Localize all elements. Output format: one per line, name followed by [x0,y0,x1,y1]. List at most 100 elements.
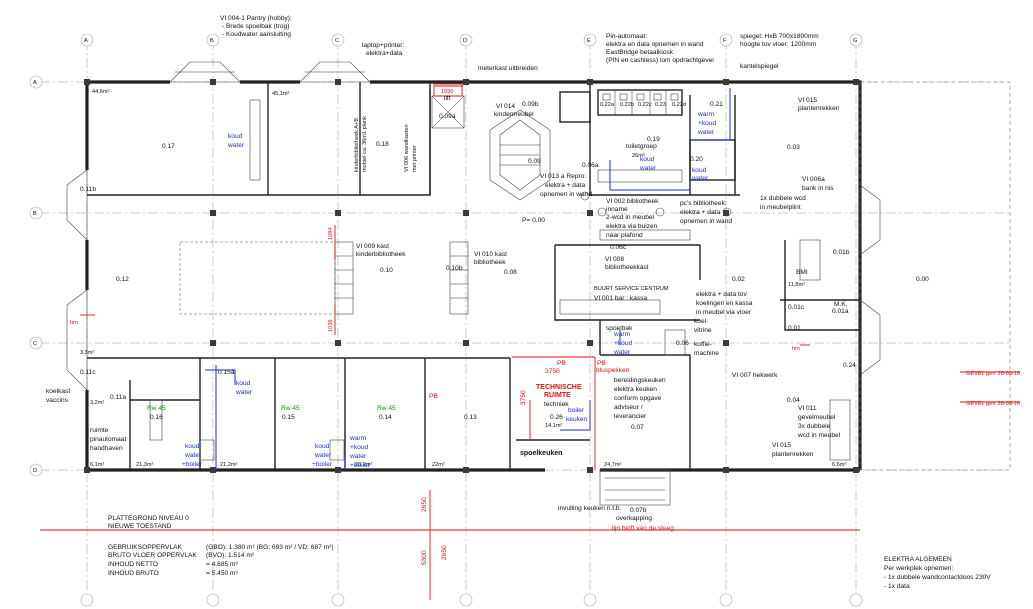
area-7: 21,3m² [136,462,154,468]
elektra-title: ELEKTRA ALGEMEEN [884,556,952,563]
rw45-a: Rw 45 [147,405,166,412]
axis-left-c: C [33,341,37,347]
koelvitrine-2: vitrine [694,327,712,334]
water-7a: koud [315,443,330,450]
toiletgroep-label: toiletgroep [626,143,657,150]
water-2b: +koud [698,120,716,127]
spiegel-note-2: hoogte tov vloer: 1200mm [740,41,817,48]
fixture-labels: lift toiletgroep VI 014 kindermeubel VI … [46,89,1020,565]
vi015a-1: VI 015 [798,97,817,104]
laptop-note-1: laptop+printer: [362,42,405,49]
vi002-3: 2-wcd in meubel [606,214,655,221]
vi013-1: VI 013 a Repro: [540,173,586,180]
gbo-label: GEBRUIKSOPPERVLAK [108,544,183,551]
area-9: 20,2m² [355,462,373,468]
pantry-note-3: - Koudwater aansluiting [222,31,291,38]
room-015a: 0.15a [218,369,235,376]
dim-1036: 1036 [328,320,334,332]
vi015b-2: plantenrekken [772,451,814,458]
vi001-label: VI 001 bar : kassa [594,295,647,302]
kinderbieb-2: mobiel ca. 36m1 plank [362,116,368,172]
header-notes: VI 004-1 Pantry (hobby): - Brede spoelba… [220,15,819,72]
pantry-note-2: - Brede spoelbak (trog) [222,23,289,30]
area-2: 45,1m² [272,91,290,97]
lift-label: lift [444,95,451,102]
koffie-1: koffie- [694,341,712,348]
gevel-1: GEVEL gev. 28-09-16 [966,371,1020,377]
columns [84,79,859,473]
pin-note-4: (PIN en cashless) iom opdrachtgever [606,57,715,64]
vi013-3: opnemen in wand [540,191,592,198]
water-8a: warm [349,435,367,442]
axis-letters: A B C D E F G A B C D [33,38,857,474]
room-014: 0.14 [379,414,392,421]
room-002: 0.02 [732,276,745,283]
bereiding-5: leverancier [614,413,647,420]
dim-5300: 5300 [421,550,428,565]
room-004: 0.04 [787,397,800,404]
ruimte-1: ruimte [90,427,109,434]
laptop-note-2: elektra+data [366,50,403,57]
axis-top-a: A [84,38,88,44]
vi011-1: VI 011 [798,405,817,412]
water-5a: koud [236,380,251,387]
water-10a: boiler [568,407,585,414]
dim-3750-vertical: 3750 [520,390,527,405]
elektra-line-3: - 1x data [884,583,910,590]
axis-top-e: E [587,38,591,44]
room-001a: 0.01a [832,308,849,315]
room-007b: 0.07b [630,507,647,514]
pantry-note-1: VI 004-1 Pantry (hobby): [220,15,292,22]
axis-left-d: D [33,468,37,474]
techniek-title-1: TECHNISCHE [536,384,582,391]
water-9a: warm [613,331,631,338]
bay-windows [66,61,881,391]
size-022d: 0.22d [672,102,686,108]
koelkast-1: koelkast [46,388,70,395]
spiegel-note-1: spiegel: HxB 700x1800mm [740,33,819,40]
pin-note-2: elektra en data opnemen in wand [606,41,704,48]
dim-2650-b: 2650 [441,545,448,560]
spoelbak-label: spoelbak [606,325,633,332]
techniek-title-2: RUIMTE [544,392,571,399]
vi014-1: VI 014 [496,103,515,110]
pcs-3: opnemen in wand [680,218,732,225]
vi008-2: bibliotheekkast [605,264,649,271]
room-024: 0.24 [843,362,856,369]
vi009-1: VI 009 kast [356,243,389,250]
room-015: 0.15 [282,414,295,421]
elektra-legend: ELEKTRA ALGEMEEN Per werkplek opnemen: -… [884,556,991,590]
room-006c: 0.06c [610,244,627,251]
axis-top-b: B [210,38,214,44]
water-7c: +boiler [312,461,333,468]
invulling-label: invulling keuken n.t.b. [558,505,622,512]
area-4: 11,8m² [788,282,805,288]
bruto-label: INHOUD BRUTO [108,570,159,577]
room-013: 0.13 [464,414,477,421]
wcd-1: 1x dubbele wcd [760,195,806,202]
koffie-2: machine [694,350,719,357]
kantelspiegel-note: kantelspiegel [740,63,779,70]
room-011a: 0.11a [110,394,126,401]
dim-1084: 1084 [328,228,334,240]
water-10b: keuken [566,416,588,423]
area-14: 6,6m² [832,462,846,468]
legend-title-1: PLATTEGROND NIVEAU 0 [108,515,189,522]
elektra-kassa-2: koelingen en kassa [696,300,753,307]
room-009b: 0.09b [522,101,539,108]
room-021: 0.21 [710,101,723,108]
elektra-kassa-1: elektra + data tov [696,291,747,298]
area-5: 3,3m² [80,350,94,356]
axis-left-a: A [33,80,37,86]
room-009: 0.09 [528,158,541,165]
bruto-value: = 5.450 m³ [206,570,239,577]
room-010: 0.10 [380,267,393,274]
area-10: 22m² [432,462,445,468]
vi006a-1: VI 006a [802,176,825,183]
axis-top-c: C [335,38,339,44]
water-4b: water [691,175,709,182]
area-6: 3,2m² [90,400,104,406]
vi002-1: VI 002 bibliotheek [606,198,659,205]
room-001b: 0.01b [833,249,850,256]
